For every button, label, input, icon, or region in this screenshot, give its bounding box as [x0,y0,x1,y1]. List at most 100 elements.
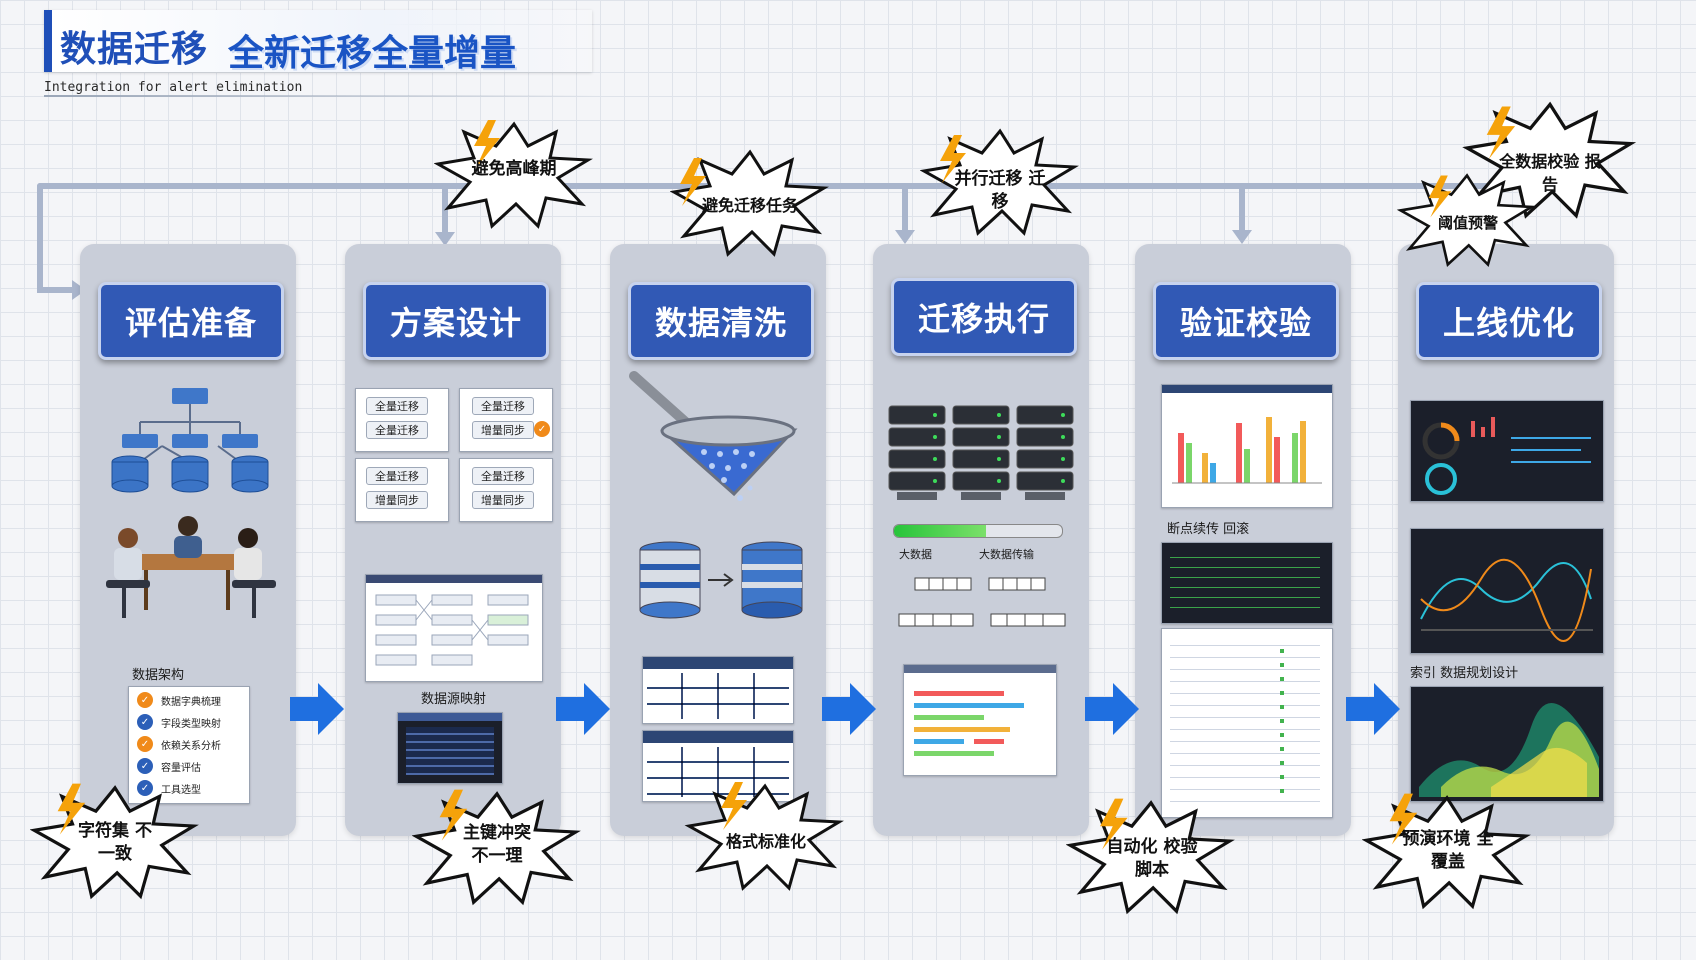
lightning-icon [1486,106,1516,159]
callout-text-6: 字符集 不一致 [78,821,152,864]
verify-chart-window [1161,384,1333,508]
callout-text-3: 并行迁移 迁移 [954,169,1046,212]
callout-text-8: 格式标准化 [725,832,806,851]
gauge-dashboard [1422,417,1591,495]
callout-burst-2 [670,149,829,257]
checklist-window: ✓数据字典梳理 ✓字段类型映射 ✓依赖关系分析 ✓容量评估 ✓工具选型 [128,686,250,804]
terminal-window [1161,542,1333,624]
heatmap-chart [1419,703,1599,797]
callout-text-1: 避免高峰期 [471,159,557,179]
stage-column-1: 评估准备 数据架构 ✓数据字典梳理 ✓字段类型映射 ✓依赖关系分析 ✓容量评估 … [80,244,296,836]
flow-arrowhead-2 [435,232,455,246]
check-icon: ✓ [137,780,153,796]
callout-burst-6 [30,783,199,900]
flow-arrowhead-1 [72,280,86,300]
strainer-icon [629,371,798,501]
callout-text-4: 全数据校验 报告 [1499,152,1601,194]
stage-column-3: 数据清洗 [610,244,826,836]
stage-column-6: 上线优化 索引 数据规划设计 [1398,244,1614,836]
callout-burst-4 [1462,101,1637,219]
stage-6-title[interactable]: 上线优化 [1416,282,1602,360]
line-chart-dashboard [1420,558,1593,642]
checklist-item-1: ✓数据字典梳理 [137,689,221,711]
lightning-icon [940,135,966,183]
lightning-icon [57,783,86,835]
stage-6-caption: 索引 数据规划设计 [1410,666,1519,681]
database-transform-icon [639,541,803,619]
header-title-box [44,10,592,72]
plan-card-2: 全量迁移 增量同步 ✓ [459,388,553,452]
header-underline [44,95,604,97]
verify-log-window [1161,628,1333,818]
callout-text-7: 主键冲突 不一理 [463,823,531,866]
design-diagram [375,594,529,666]
stage-4-caption-2: 大数据传输 [979,548,1034,561]
arrow-right-icon [556,683,610,735]
flow-line-left-drop [37,183,75,293]
callout-text-10: 预演环境 全覆盖 [1402,829,1494,872]
dashboard-window-1 [1410,400,1604,502]
callout-burst-5 [1396,173,1536,268]
callout-text-2: 避免迁移任务 [701,196,798,215]
page-subtitle: 全新迁移全量增量 [228,33,517,74]
heatmap-window [1410,686,1604,802]
callout-burst-1 [434,120,593,229]
plan-card-4: 全量迁移 增量同步 [459,458,553,522]
plan-card-1: 全量迁移 全量迁移 [355,388,449,452]
stage-column-5: 验证校验 断点续传 回滚 [1135,244,1351,836]
callout-text-9: 自动化 校验脚本 [1106,837,1198,880]
database-icon [111,388,269,493]
lightning-icon [1428,175,1452,218]
stage-column-2: 方案设计 全量迁移 全量迁移 全量迁移 增量同步 ✓ 全量迁移 增量同步 全量迁… [345,244,561,836]
check-icon: ✓ [137,736,153,752]
check-icon: ✓ [137,714,153,730]
page-title: 数据迁移 [60,29,209,70]
checklist-item-5: ✓工具选型 [137,777,201,799]
plan-card-3: 全量迁移 增量同步 [355,458,449,522]
stage-1-title[interactable]: 评估准备 [98,282,284,360]
mapping-window [397,712,503,784]
dashboard-window-2 [1410,528,1604,654]
callout-burst-3 [920,128,1079,236]
checklist-item-4: ✓容量评估 [137,755,201,777]
parallel-transfer-icon [898,577,1066,627]
check-icon: ✓ [137,692,153,708]
checklist-item-2: ✓字段类型映射 [137,711,221,733]
callout-burst-9 [1066,798,1235,915]
callout-burst-8 [684,782,844,891]
clean-table-1 [642,656,794,724]
lightning-icon [1100,798,1128,850]
stage-5-title[interactable]: 验证校验 [1153,282,1339,360]
server-icon [888,405,1074,500]
arrow-right-icon [1346,683,1400,735]
check-icon: ✓ [534,421,550,437]
arrow-right-icon [290,683,344,735]
verify-bar-chart [1172,417,1322,484]
flow-arrowhead-5 [1232,230,1252,244]
check-icon: ✓ [137,758,153,774]
migration-log-window [903,664,1057,776]
page-english-subtitle: Integration for alert elimination [44,80,303,95]
stage-2-caption: 数据源映射 [421,692,487,707]
meeting-icon [106,516,276,618]
design-window [365,574,543,682]
stage-2-title[interactable]: 方案设计 [363,282,549,360]
migration-bars [914,691,1024,756]
stage-4-title[interactable]: 迁移执行 [891,278,1077,356]
checklist-item-3: ✓依赖关系分析 [137,733,221,755]
arrow-right-icon [1085,683,1139,735]
callout-burst-7 [412,789,581,906]
stage-3-title[interactable]: 数据清洗 [628,282,814,360]
callout-text-5: 阈值预警 [1437,214,1498,232]
stage-1-caption: 数据架构 [132,668,185,683]
arrow-right-icon [822,683,876,735]
callout-burst-10 [1362,793,1531,910]
lightning-icon [474,120,500,168]
lightning-icon [439,789,468,841]
lightning-icon [721,782,747,830]
progress-bar [893,524,1063,538]
lightning-icon [680,158,706,206]
stage-5-caption: 断点续传 回滚 [1167,522,1250,537]
lightning-icon [1389,793,1418,845]
flow-arrowhead-4 [895,230,915,244]
